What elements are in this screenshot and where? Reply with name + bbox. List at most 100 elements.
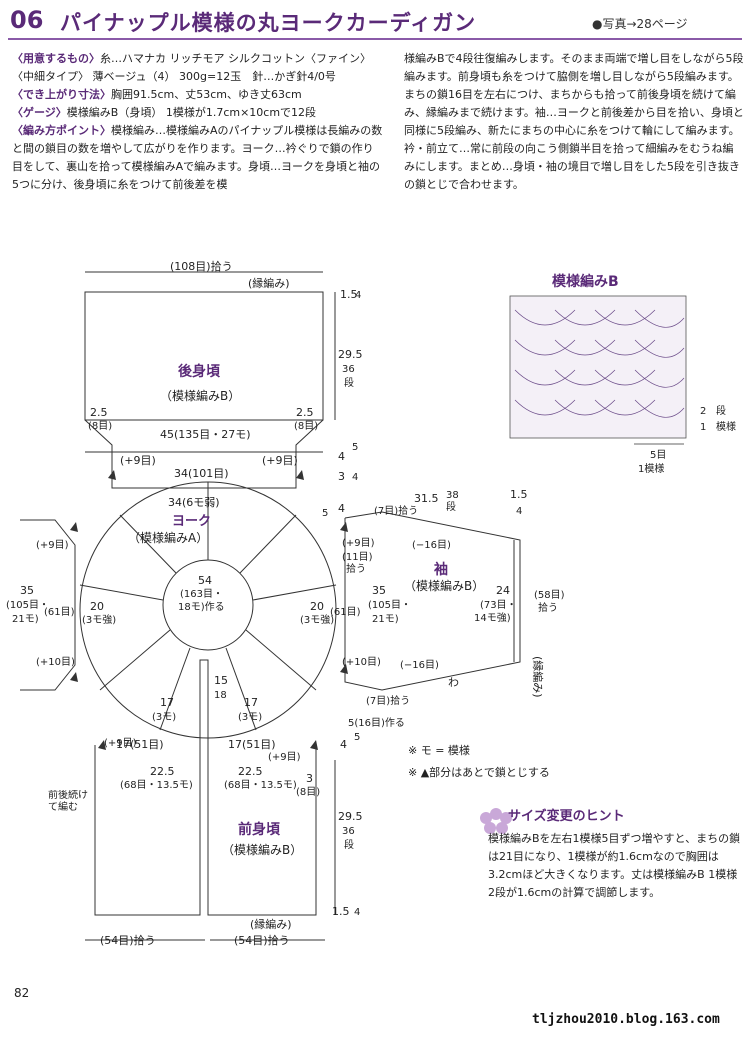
left-sleeve-in: (61目) [44,607,75,618]
front-pick-right: (54目)拾う [234,933,290,947]
finished-size: 〈でき上がり寸法〉胸囲91.5cm、丈53cm、ゆき丈63cm [12,88,302,101]
yoke-pattern: （模様編みA） [128,530,208,545]
left-sleeve-h: 35 [20,584,34,597]
front-h1: 29.5 [338,810,363,823]
front-body-name: 前身頃 [238,821,281,838]
left-inc10: (+10目) [36,657,75,668]
back-r2: 3 [338,470,345,483]
back-side-right: 2.5 [296,406,314,419]
back-side-left: 2.5 [90,406,108,419]
front-pattern-label: （模様編みB） [222,842,302,857]
right-sleeve-in: (61目) [330,607,361,618]
sleeve-end: 1.5 [510,488,528,501]
front-inc-right: (+9目) [268,752,301,763]
instructions-continued: 様編みBで4段往復編みします。そのまま両端で増し目をしながら5段編みます。前身頃… [404,52,744,191]
page-title: パイナップル模様の丸ヨークカーディガン [60,11,477,35]
front-w: 15 [214,674,228,687]
sleeve-mach2: (11目) [342,552,373,563]
sleeve-w-mo: 14モ強) [474,611,511,624]
neck-mo: 18モ)作る [178,601,225,613]
yoke-side-right-mo: (3モ強) [300,613,334,626]
back-r1: 4 [338,450,345,463]
right-sleeve-outline [344,511,521,691]
patternB-title: 模様編みB [552,273,619,290]
front-h1r: 36 [342,826,355,837]
back-h1: 1.5 [340,288,358,301]
tip-flower-icon [480,808,512,834]
yoke-side-right: 20 [310,600,324,613]
diagram-notes: ※ モ = 模様 ※ ▲部分はあとで鎖とじする [408,740,550,784]
instructions-right: 様編みBで4段往復編みします。そのまま両端で増し目をしながら5段編みます。前身頃… [404,50,744,194]
front-w-right-st: (68目・13.5モ) [224,780,297,791]
right-inc9: (+9目) [342,538,375,549]
sleeve-end-r: 4 [516,506,522,517]
size-tip: サイズ変更のヒント 模様編みBを左右1模様5目ずつ増やすと、まちの鎖は21目にな… [488,808,744,902]
note-triangle: ※ ▲部分はあとで鎖とじする [408,766,550,779]
back-r2r: 4 [352,472,358,483]
left-sleeve-outline [20,519,76,691]
sleeve-st: (105目・ [368,600,411,611]
sleeve-pick: 拾う [346,562,366,575]
sleeve-wa: わ [448,676,459,689]
back-side-left-st: (8目) [88,421,112,432]
sleeve-pattern: （模様編みB） [404,578,484,593]
front-body-outline [94,659,317,916]
front-cont-note: 前後続けて編む [48,790,88,813]
sleeve-h: 35 [372,584,386,597]
back-edge-label: (縁編み) [248,276,290,290]
sleeve-mo: 21モ) [372,614,399,625]
left-inc9: (+9目) [36,540,69,551]
sleeve-mach-bottom: (7目)拾う [366,694,410,707]
back-pick-label: (108目)拾う [170,259,233,273]
yoke-right-seg: 17 [244,696,258,709]
back-h2r: 36 [342,364,355,375]
yoke-left-seg: 17 [160,696,174,709]
front-make: 5(16目)作る [348,717,405,729]
patternB-mo1: 1模様 [638,462,664,475]
front-h2: 1.5 [332,905,350,918]
patternB-rows2: 2 [700,406,706,417]
yoke-left-mo: (3モ) [152,712,176,723]
yoke-side-left-mo: (3モ強) [82,613,116,626]
back-r1r: 5 [352,442,358,453]
back-h2: 29.5 [338,348,363,361]
front-r3: 3 [306,772,313,785]
front-w-left: 22.5 [150,765,175,778]
yoke-top-label: 34(6モ弱) [168,496,220,509]
tip-title: サイズ変更のヒント [508,809,625,824]
front-h2r: 4 [354,907,360,918]
sleeve-h4: 4 [338,502,345,515]
back-h1r: 4 [355,290,361,301]
sleeve-dan: 段 [446,500,456,513]
front-top-right: 17(51目) [228,738,276,751]
sleeve-w-st: (73目・ [480,600,517,611]
yoke-side-left: 20 [90,600,104,613]
sleeve-len: 31.5 [414,492,439,505]
sleeve-w: 24 [496,584,510,597]
sleeve-cuff: (58目) [534,590,565,601]
left-sleeve-mo: 21モ) [12,614,39,625]
instructions-left: 〈用意するもの〉糸…ハマナカ リッチモア シルクコットン〈ファイン〉〈中細タイプ… [12,50,384,194]
front-w-right: 22.5 [238,765,263,778]
back-body-outline [84,291,324,421]
header-rule [8,38,742,40]
sleeve-edge: (縁編み) [531,656,545,698]
patternB-dan: 段 [716,404,726,417]
back-body-name: 後身頃 [178,363,221,380]
left-sleeve-st: (105目・ [6,600,49,611]
back-pattern-label: （模様編みB） [160,388,240,403]
points: 〈編み方ポイント〉模様編み…模様編みAのパイナップル模様は長編みの数と間の鎖目の… [12,124,383,191]
seam-marks [70,470,348,750]
materials: 〈用意するもの〉糸…ハマナカ リッチモア シルクコットン〈ファイン〉〈中細タイプ… [12,52,371,83]
back-inc-left: (+9目) [120,454,156,467]
sleeve-name: 袖 [434,561,448,578]
patternB-mo: 模様 [716,420,736,433]
front-h4: 4 [340,738,347,751]
photo-reference: ●写真→28ページ [592,17,688,31]
front-edge: (縁編み) [250,917,292,931]
front-top-left: 17(51目) [116,738,164,751]
back-armhole-outline [84,419,324,489]
note-mo: ※ モ = 模様 [408,744,470,757]
yoke-name: ヨーク [172,514,211,529]
